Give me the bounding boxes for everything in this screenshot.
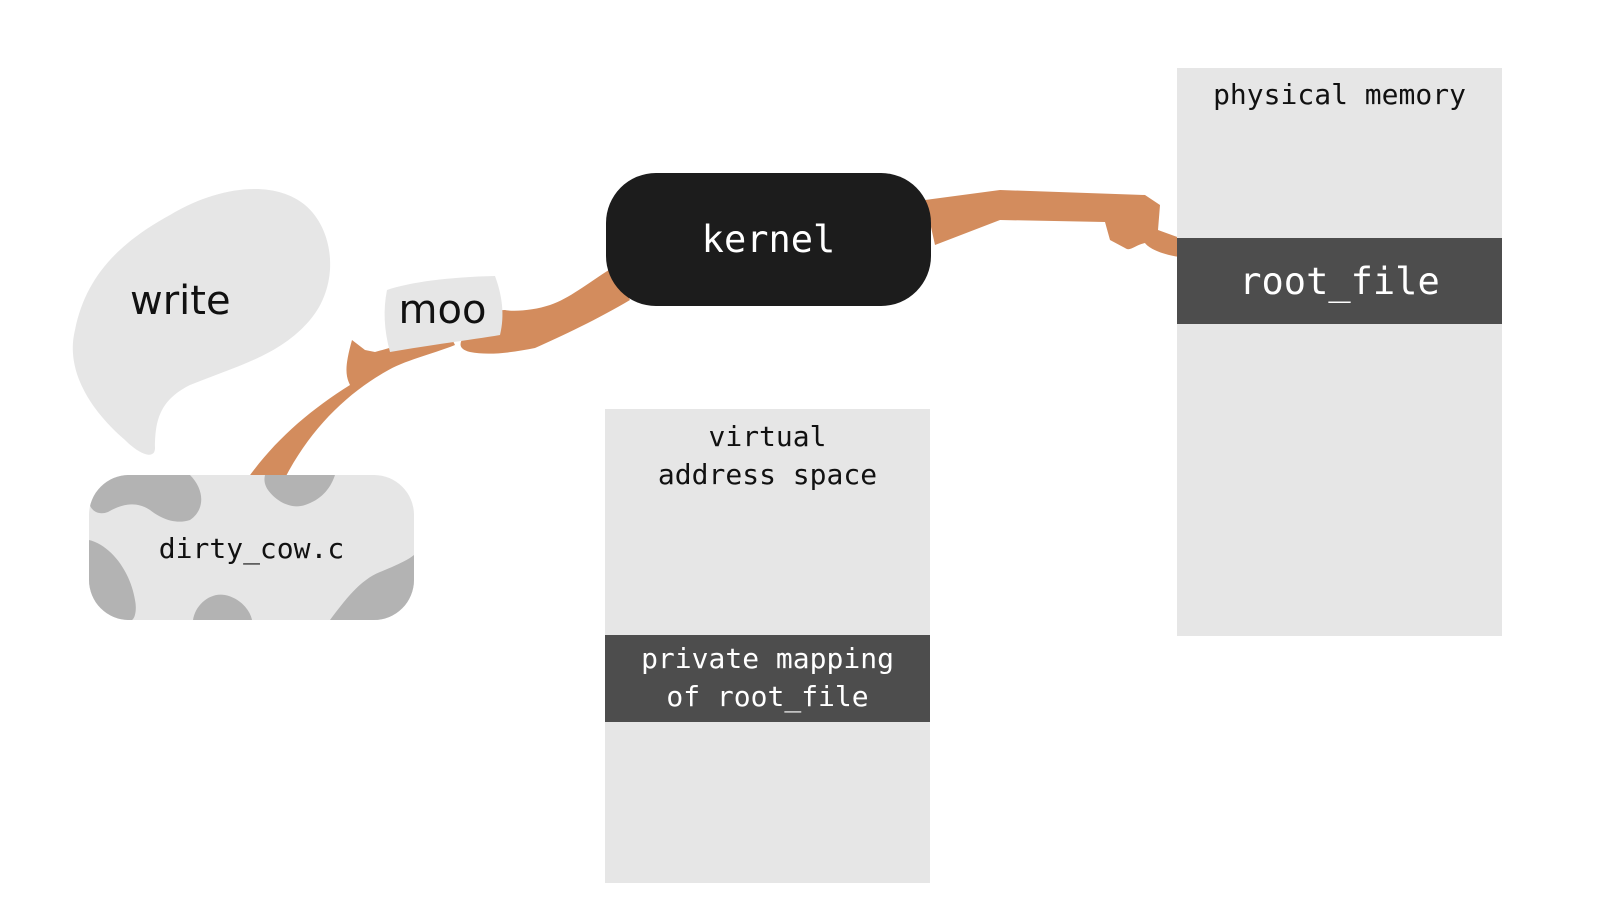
private-mapping-line2: of root_file <box>666 680 869 713</box>
private-mapping-label: private mapping of root_file <box>605 640 930 716</box>
root-file-block <box>1177 238 1502 324</box>
private-mapping-line1: private mapping <box>641 642 894 675</box>
kernel-label: kernel <box>701 218 836 261</box>
paper-sheet <box>384 276 503 352</box>
cow-file-label: dirty_cow.c <box>158 531 345 565</box>
speech-bubble-label: write <box>130 278 231 324</box>
cow-spot <box>330 555 414 620</box>
cow-file-box <box>89 475 414 620</box>
physical-memory-title: physical memory <box>1213 78 1466 111</box>
speech-bubble <box>72 188 331 455</box>
kernel-box <box>606 173 931 306</box>
virtual-space-title: virtual address space <box>605 418 930 494</box>
virtual-space-title-line2: address space <box>657 458 878 491</box>
kernel-arm-right <box>925 190 1200 258</box>
cow-spot <box>89 475 202 522</box>
cow-spot <box>264 475 335 507</box>
physical-memory-box <box>1177 68 1502 636</box>
root-file-label: root_file <box>1239 259 1440 303</box>
virtual-space-title-line1: virtual <box>708 420 827 453</box>
paper-label: moo <box>398 287 487 333</box>
cow-arm <box>248 335 455 478</box>
private-mapping-block <box>605 635 930 722</box>
cow-spot <box>193 594 252 620</box>
kernel-arm-left <box>460 268 630 354</box>
cow-spot <box>89 540 136 620</box>
